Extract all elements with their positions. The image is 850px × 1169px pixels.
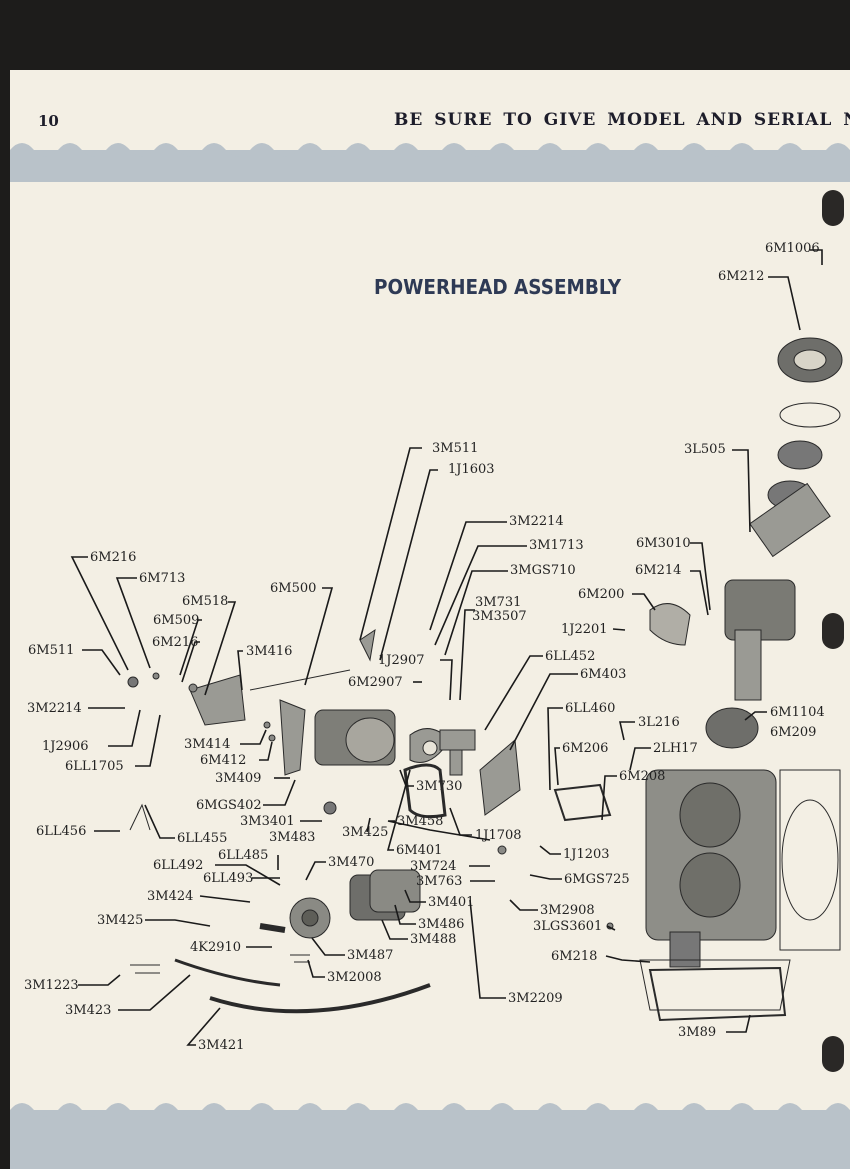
part-label: 6M403 <box>580 667 627 682</box>
binder-hole <box>822 190 844 226</box>
part-label: 3L216 <box>638 715 680 730</box>
part-label: 3M3507 <box>472 609 527 624</box>
part-label: 4K2910 <box>190 940 242 955</box>
part-label: 6M2907 <box>348 675 403 690</box>
part-label: 3M425 <box>97 913 144 928</box>
part-label: 6M216 <box>90 550 137 565</box>
binder-hole <box>822 613 844 649</box>
leader-lines <box>70 249 823 1046</box>
part-label: 6M214 <box>635 563 682 578</box>
part-label: 3L505 <box>684 442 726 457</box>
part-label: 3M2214 <box>27 701 82 716</box>
part-label: 3M487 <box>347 948 394 963</box>
part-label: 6LL456 <box>36 824 87 839</box>
part-label: 6LL460 <box>565 701 616 716</box>
part-label: 3M511 <box>432 441 479 456</box>
part-label: 6M200 <box>578 587 625 602</box>
part-label: 6M206 <box>562 741 609 756</box>
part-label: 3M763 <box>416 874 463 889</box>
part-label: 3M425 <box>342 825 389 840</box>
part-label: 3M483 <box>269 830 316 845</box>
part-label: 3M1713 <box>529 538 584 553</box>
header-scallop <box>10 143 850 166</box>
part-label: 1J2907 <box>378 653 425 668</box>
part-label: 6M209 <box>770 725 817 740</box>
part-label: 3LGS3601 <box>533 919 603 934</box>
part-label: 6LL452 <box>545 649 596 664</box>
part-label: 3M401 <box>428 895 475 910</box>
catalog-page: 10 BE SURE TO GIVE MODEL AND SERIAL NUMB… <box>10 70 850 1169</box>
part-label: 3M2008 <box>327 970 382 985</box>
part-label: 6LL485 <box>218 848 269 863</box>
part-label: 6LL493 <box>203 871 254 886</box>
part-label: 6M511 <box>28 643 75 658</box>
part-label: 6M500 <box>270 581 317 596</box>
part-label: 3M423 <box>65 1003 112 1018</box>
page-number: 10 <box>38 112 59 130</box>
part-label: 6M509 <box>153 613 200 628</box>
part-label: 3M416 <box>246 644 293 659</box>
part-label: 6MGS725 <box>564 872 630 887</box>
part-label: 3M2908 <box>540 903 595 918</box>
part-label: 6LL455 <box>177 831 228 846</box>
header-text: BE SURE TO GIVE MODEL AND SERIAL NUMBER <box>394 110 850 130</box>
part-label: 6M212 <box>718 269 765 284</box>
part-label: 3M3401 <box>240 814 295 829</box>
page-title: POWERHEAD ASSEMBLY <box>374 275 622 299</box>
part-label: 6M216 <box>152 635 199 650</box>
part-label: 3M2209 <box>508 991 563 1006</box>
part-label: 6M713 <box>139 571 186 586</box>
binder-hole <box>822 1036 844 1072</box>
part-label: 6LL1705 <box>65 759 124 774</box>
part-label: 3M1223 <box>24 978 79 993</box>
part-label: 3M731 <box>475 595 522 610</box>
part-label: 6M401 <box>396 843 443 858</box>
part-label: 1J1203 <box>563 847 610 862</box>
part-label: 6M218 <box>551 949 598 964</box>
part-label: 1J2906 <box>42 739 89 754</box>
part-label: 6M1006 <box>765 241 820 256</box>
part-label: 6M1104 <box>770 705 825 720</box>
part-label: 1J1603 <box>448 462 495 477</box>
part-label: 3M724 <box>410 859 457 874</box>
part-label: 6M412 <box>200 753 247 768</box>
exploded-parts-drawing <box>127 337 843 1022</box>
footer-scallop <box>10 1103 850 1122</box>
part-label: 6M3010 <box>636 536 691 551</box>
part-label: 6M208 <box>619 769 666 784</box>
part-label: 3M2214 <box>509 514 564 529</box>
part-label: 3M421 <box>198 1038 245 1053</box>
part-label: 6M518 <box>182 594 229 609</box>
part-label: 3M486 <box>418 917 465 932</box>
part-label: 3M89 <box>678 1025 717 1040</box>
part-label: 3M730 <box>416 779 463 794</box>
part-label: 3M488 <box>410 932 457 947</box>
part-label: 3M424 <box>147 889 194 904</box>
part-label: 6MGS402 <box>196 798 262 813</box>
part-label: 6LL492 <box>153 858 204 873</box>
part-label: 2LH17 <box>653 741 698 756</box>
part-label: 3MGS710 <box>510 563 576 578</box>
part-label: 3M414 <box>184 737 231 752</box>
part-label: 3M470 <box>328 855 375 870</box>
part-label: 3M409 <box>215 771 262 786</box>
part-label: 1J2201 <box>561 622 608 637</box>
header-area <box>10 70 850 150</box>
